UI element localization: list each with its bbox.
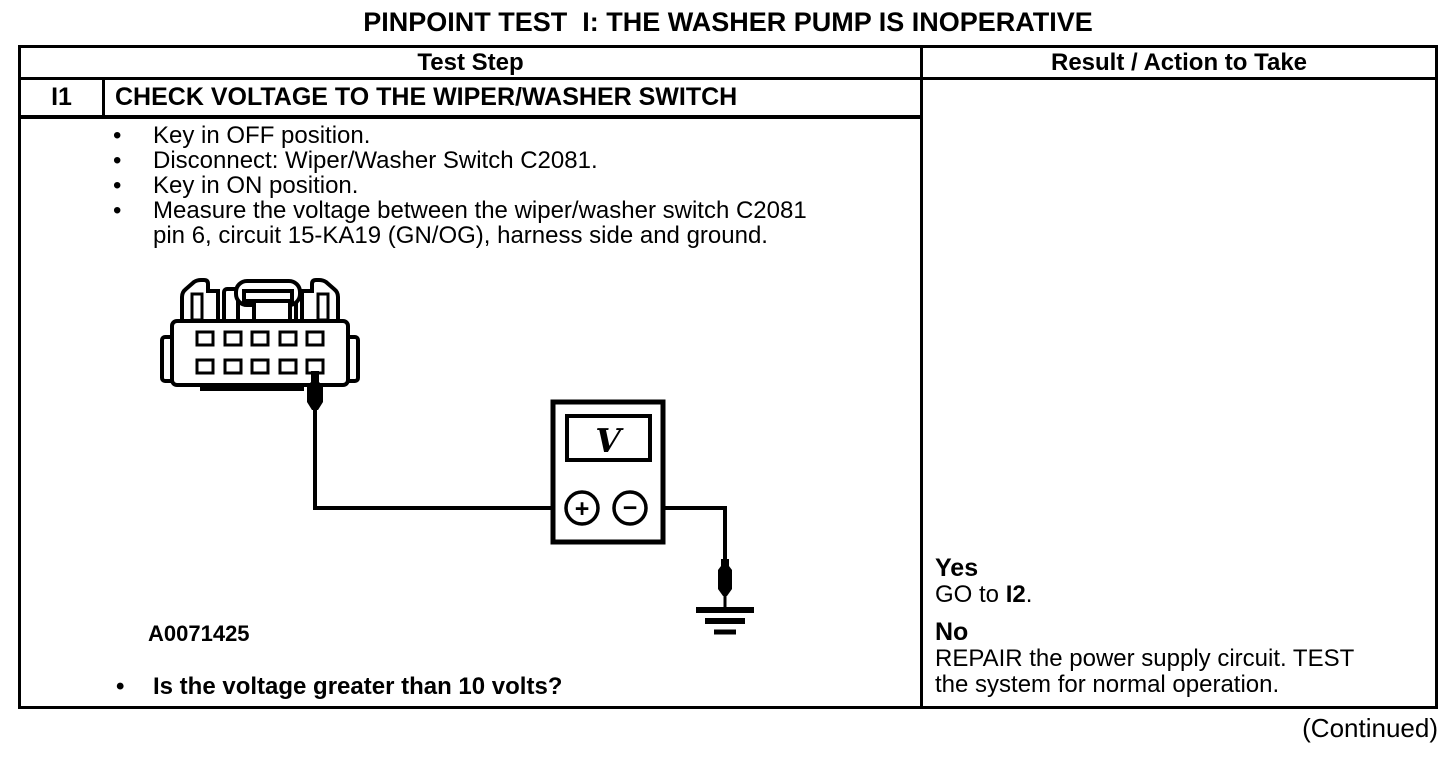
- result-column: Result / Action to Take Yes GO to I2. No…: [923, 48, 1435, 706]
- figure-label: A0071425: [148, 621, 250, 646]
- connector-icon: [160, 278, 360, 391]
- voltmeter-symbol: V: [595, 421, 624, 460]
- step-name: CHECK VOLTAGE TO THE WIPER/WASHER SWITCH: [115, 83, 738, 111]
- result-body: Yes GO to I2. No REPAIR the power supply…: [923, 80, 1435, 706]
- step-question: Is the voltage greater than 10 volts?: [21, 674, 920, 701]
- no-action: REPAIR the power supply circuit. TEST th…: [935, 645, 1355, 698]
- pinpoint-test-table: Test Step I1 CHECK VOLTAGE TO THE WIPER/…: [18, 45, 1438, 709]
- positive-terminal-label: +: [575, 495, 590, 523]
- yes-action-prefix: GO to: [935, 581, 1006, 608]
- yes-label: Yes: [935, 554, 979, 582]
- instruction-item: Measure the voltage between the wiper/wa…: [21, 198, 920, 248]
- instruction-item: Key in ON position.: [21, 173, 920, 198]
- wiring-diagram: V + − A0071425: [148, 278, 754, 646]
- voltmeter-icon: V + −: [550, 399, 666, 545]
- instruction-item: Disconnect: Wiper/Washer Switch C2081.: [21, 148, 920, 173]
- instruction-item: Key in OFF position.: [21, 123, 920, 148]
- ground-icon: [696, 559, 754, 635]
- page-title: PINPOINT TEST I: THE WASHER PUMP IS INOP…: [363, 7, 1093, 37]
- step-heading-row: I1 CHECK VOLTAGE TO THE WIPER/WASHER SWI…: [21, 80, 920, 119]
- result-header: Result / Action to Take: [923, 48, 1435, 80]
- yes-action: GO to I2.: [935, 582, 1425, 608]
- instruction-list: Key in OFF position. Disconnect: Wiper/W…: [21, 123, 920, 248]
- no-label: No: [935, 618, 969, 646]
- test-lead-wire: [313, 410, 727, 559]
- negative-terminal-label: −: [623, 494, 638, 522]
- yes-action-step-ref: I2: [1005, 581, 1026, 608]
- test-step-body: Key in OFF position. Disconnect: Wiper/W…: [21, 119, 920, 706]
- step-id: I1: [21, 80, 105, 115]
- continued-note: (Continued): [1302, 713, 1438, 743]
- yes-action-suffix: .: [1025, 581, 1033, 608]
- test-step-header: Test Step: [21, 48, 920, 80]
- probe-icon: [307, 371, 323, 410]
- test-step-column: Test Step I1 CHECK VOLTAGE TO THE WIPER/…: [21, 48, 923, 706]
